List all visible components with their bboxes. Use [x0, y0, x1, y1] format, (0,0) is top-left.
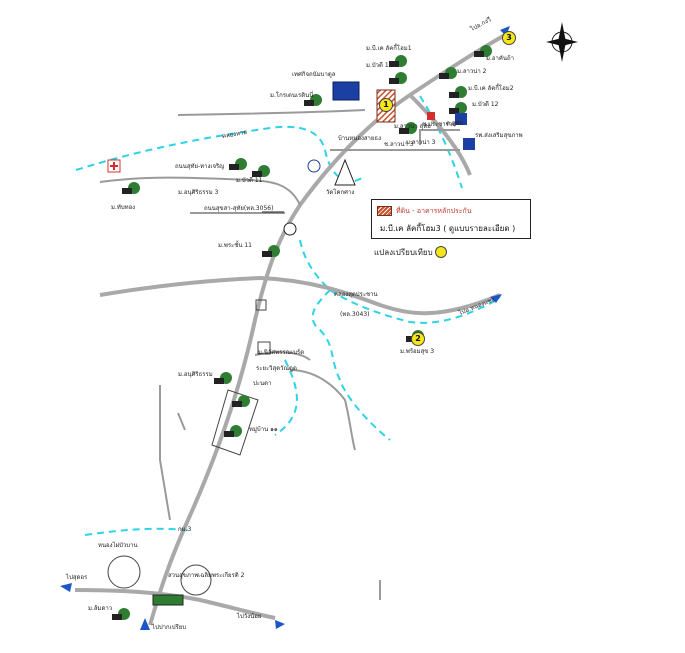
north-arrow-icon [546, 22, 578, 62]
place-label: ม.บัวดี 10 [366, 62, 393, 69]
collateral-swatch [377, 206, 392, 216]
direction-arrows [60, 26, 510, 630]
place-label: หนองไผ่บัวบาน [98, 542, 138, 549]
road-label-3043: (ทล.3043) [340, 311, 370, 318]
place-label: สวนสุขภาพเฉลิมพระเกียรติ 2 [168, 572, 245, 579]
place-label: ม.ลาวน่า 3 [406, 139, 436, 146]
marker-3: 3 [502, 31, 516, 45]
place-label: ม.บี.เค ลัคกี้โฮม2 [468, 85, 514, 92]
place-label: เทศกิจถนัมบาดูล [292, 71, 336, 78]
place-label: ม.อาคันถ้า [486, 55, 514, 62]
place-label: ม.ทับทอง [111, 204, 136, 211]
temple-icon [334, 158, 356, 186]
legend-sale-label: แปลงเปรียบเทียบ [374, 248, 433, 257]
waterways [75, 95, 501, 536]
place-label: ม.อนุศิริธรรม [178, 371, 213, 378]
place-label: ม.พระชั้น 11 [218, 242, 252, 249]
road-label-3056: ถนนสุขสา-สุทัย(ทล.3056) [204, 205, 274, 212]
place-label: ระยะวิสุดวัณดูด [256, 365, 297, 372]
place-label: ม.นิวัศพรรณเบร์ด [258, 349, 305, 356]
place-label: ม.บี.เค ลัคกี้โฮม1 [366, 45, 412, 52]
legend-collateral-label: ที่ดิน - อาคารหลักประกัน [396, 207, 472, 215]
road-label-paklak: ไปปากเปรียบ [152, 624, 187, 631]
building-icons [107, 81, 475, 606]
place-label: รพ.ส่งเสริมสุขภาพ [475, 132, 523, 139]
place-label: บ้านหนองสายธง [338, 135, 382, 142]
place-label: ม.ลาวน่า 2 [457, 68, 487, 75]
roads [74, 33, 506, 626]
place-label: ม.พร้อมสุข 3 [400, 348, 435, 355]
sale-marker-icon [435, 246, 447, 258]
place-label: ช.ลาวน่า 3 [384, 141, 414, 148]
legend: ที่ดิน - อาคารหลักประกัน ม.บี.เค ลัคกี้โ… [371, 199, 531, 239]
place-label: ม.บัวดี 12 [472, 101, 499, 108]
place-label: ปะนดา [253, 380, 272, 387]
marker-2: 2 [411, 332, 425, 346]
tree-icons [112, 45, 492, 620]
legend-project-label: ม.บี.เค ลัคกี้โฮม3 ( ดูแบบรายละเอียด ) [380, 224, 516, 233]
place-label: ถนนสุทัย-ทางเจริญ [175, 163, 225, 170]
school-icon [332, 81, 360, 101]
place-label: ช.ประชาร่วม [422, 121, 457, 128]
place-label: ม.โกรเดนเรดินนี่ [270, 92, 314, 99]
place-label: วัดโคกศาง [326, 189, 355, 196]
marker-1: 1 [379, 98, 393, 112]
place-label: ม.บัวดี 11 [236, 177, 263, 184]
canal-label-main: คลองสุดประชาน [334, 291, 378, 298]
place-label: ม.ลาวน่า สุทัย [394, 123, 431, 130]
place-label: ม.อนุศิริธรรม 3 [178, 189, 219, 196]
road-label-suthai: ไปสุดอร [66, 574, 88, 581]
place-label: ม.ส้มดาว [88, 605, 113, 612]
place-label: ต.สุทัย [446, 120, 463, 127]
road-label-wangnoi: ไปวังน้อย [237, 613, 262, 620]
village-block [107, 299, 271, 596]
place-label: กม.3 [178, 526, 192, 533]
place-label: หมู่บ้าน ๑๑ [249, 426, 278, 433]
